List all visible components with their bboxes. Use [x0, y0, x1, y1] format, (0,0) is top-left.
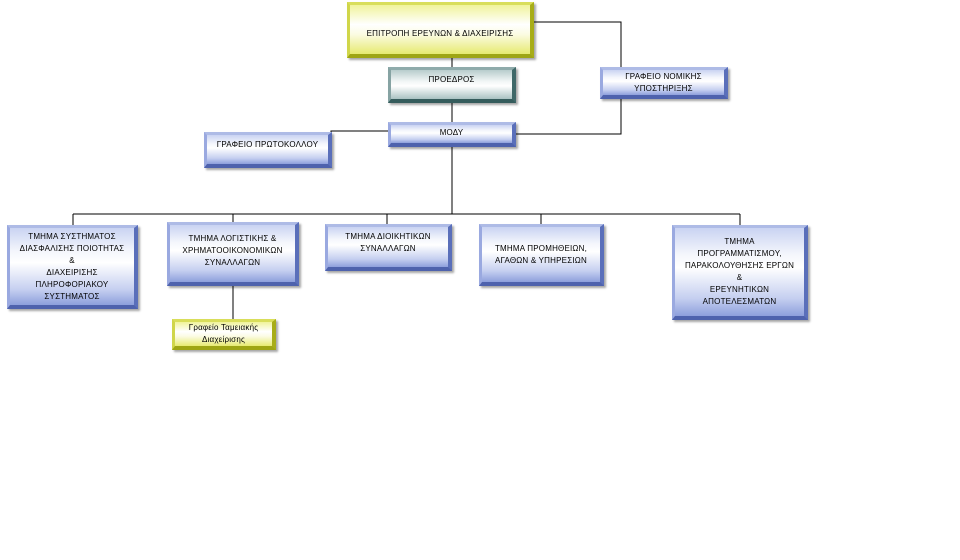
quality-label: ΤΜΗΜΑ ΣΥΣΤΗΜΑΤΟΣ ΔΙΑΣΦΑΛΙΣΗΣ ΠΟΙΟΤΗΤΑΣ &… — [19, 231, 125, 301]
accounting-label: ΤΜΗΜΑ ΛΟΓΙΣΤΙΚΗΣ & ΧΡΗΜΑΤΟΟΙΚΟΝΟΜΙΚΩΝ ΣΥ… — [182, 234, 283, 267]
protocol-label: ΓΡΑΦΕΙΟ ΠΡΩΤΟΚΟΛΛΟΥ — [216, 140, 319, 149]
line-modu-protocol — [330, 130, 389, 143]
treasury-box[interactable]: Γραφείο Ταμειακής Διαχείρισης — [172, 319, 276, 350]
line-legal-modu — [515, 98, 622, 135]
line-board-legal — [533, 21, 622, 67]
chair-box[interactable]: ΠΡΟΕΔΡΟΣ — [388, 67, 516, 103]
programming-box[interactable]: ΤΜΗΜΑ ΠΡΟΓΡΑΜΜΑΤΙΣΜΟΥ, ΠΑΡΑΚΟΛΟΥΘΗΣΗΣ ΕΡ… — [672, 225, 808, 320]
administrative-label: ΤΜΗΜΑ ΔΙΟΙΚΗΤΙΚΩΝ ΣΥΝΑΛΛΑΓΩΝ — [345, 232, 431, 253]
board-label: ΕΠΙΤΡΟΠΗ ΕΡΕΥΝΩΝ & ΔΙΑΧΕΙΡΙΣΗΣ — [366, 28, 514, 38]
board-box[interactable]: ΕΠΙΤΡΟΠΗ ΕΡΕΥΝΩΝ & ΔΙΑΧΕΙΡΙΣΗΣ — [347, 2, 534, 58]
legal-box[interactable]: ΓΡΑΦΕΙΟ ΝΟΜΙΚΗΣ ΥΠΟΣΤΗΡΙΞΗΣ — [600, 67, 728, 99]
procurement-box[interactable]: ΤΜΗΜΑ ΠΡΟΜΗΘΕΙΩΝ, ΑΓΑΘΩΝ & ΥΠΗΡΕΣΙΩΝ — [479, 224, 604, 286]
chair-label: ΠΡΟΕΔΡΟΣ — [428, 75, 475, 84]
quality-box[interactable]: ΤΜΗΜΑ ΣΥΣΤΗΜΑΤΟΣ ΔΙΑΣΦΑΛΙΣΗΣ ΠΟΙΟΤΗΤΑΣ &… — [7, 225, 138, 309]
administrative-box[interactable]: ΤΜΗΜΑ ΔΙΟΙΚΗΤΙΚΩΝ ΣΥΝΑΛΛΑΓΩΝ — [325, 224, 452, 271]
programming-label: ΤΜΗΜΑ ΠΡΟΓΡΑΜΜΑΤΙΣΜΟΥ, ΠΑΡΑΚΟΛΟΥΘΗΣΗΣ ΕΡ… — [684, 237, 795, 306]
protocol-box[interactable]: ΓΡΑΦΕΙΟ ΠΡΩΤΟΚΟΛΛΟΥ — [204, 132, 332, 168]
treasury-label: Γραφείο Ταμειακής Διαχείρισης — [188, 323, 259, 344]
procurement-label: ΤΜΗΜΑ ΠΡΟΜΗΘΕΙΩΝ, ΑΓΑΘΩΝ & ΥΠΗΡΕΣΙΩΝ — [494, 243, 588, 265]
legal-label: ΓΡΑΦΕΙΟ ΝΟΜΙΚΗΣ ΥΠΟΣΤΗΡΙΞΗΣ — [625, 71, 702, 93]
modu-box[interactable]: ΜΟΔΥ — [388, 122, 516, 147]
modu-label: ΜΟΔΥ — [439, 128, 464, 137]
accounting-box[interactable]: ΤΜΗΜΑ ΛΟΓΙΣΤΙΚΗΣ & ΧΡΗΜΑΤΟΟΙΚΟΝΟΜΙΚΩΝ ΣΥ… — [167, 222, 299, 286]
